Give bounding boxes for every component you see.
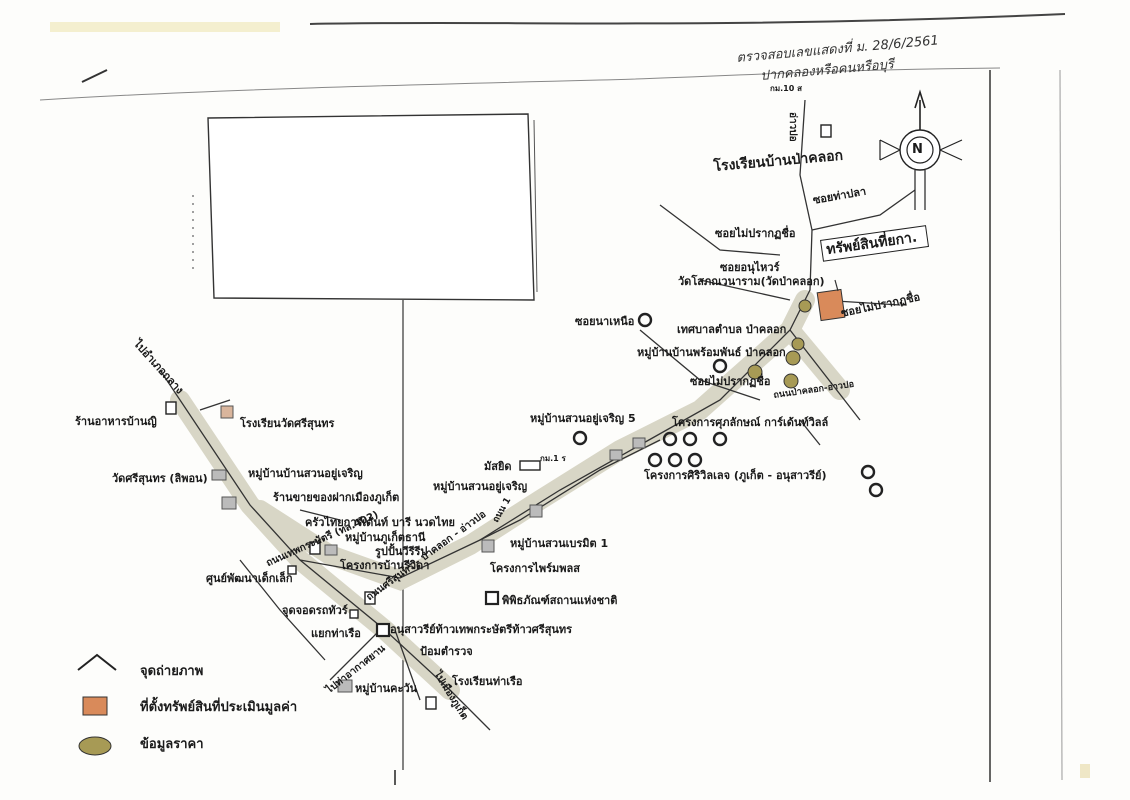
scan-tape	[50, 22, 280, 32]
label-village-pa-khlok: หมู่บ้านบ้านพร้อมพันธ์ ป่าคลอก	[637, 346, 786, 359]
label-mosque: มัสยิด	[484, 460, 512, 473]
label-cafe: รูปปั้นวีรีรีป	[375, 545, 428, 558]
label-village-suan-benmit: หมู่บ้านสวนเบรมิต 1	[510, 537, 609, 550]
label-village-suan2: หมู่บ้านบ้านสวนอยู่เจริญ	[248, 467, 363, 480]
legend-price-data-symbol	[78, 736, 112, 756]
corner-mark	[81, 69, 108, 83]
label-soi-mai-pratum2: ซอยไม่ปรากฏชื่อ	[690, 375, 771, 388]
north-arrow	[879, 89, 963, 210]
village-khru-icon	[337, 679, 353, 693]
school-wat-icon	[220, 405, 234, 419]
label-project-ban: โครงการบ้านรีวิดา	[340, 559, 430, 572]
label-soi-tham-mai: ซอยอนุไหวร์	[720, 261, 780, 274]
label-wat-pa-khlok: วัดโสภณวนาราม(วัดป่าคลอก)	[678, 275, 825, 288]
price-marker-2	[783, 373, 799, 389]
label-restaurant-2: ครัวไทยการ์เด้นท์ บารี นวดไทย	[305, 516, 455, 529]
project-2-icon	[609, 449, 623, 461]
price-marker-5	[798, 299, 812, 313]
legend-price-data-label: ข้อมูลราคา	[140, 737, 204, 752]
legend-subject-location-label: ที่ตั้งทรัพย์สินที่ประเมินมูลค่า	[140, 700, 298, 715]
label-road-small2: กม.1 ร	[540, 454, 566, 463]
junction-icon	[349, 609, 359, 619]
label-checkpoint: จุดจอดรถทัวร์	[282, 604, 348, 617]
label-shop: ร้านขายของฝากเมืองภูเก็ต	[273, 491, 400, 504]
checkpoint-icon	[364, 591, 376, 605]
label-monument: อนุสาวรีย์ท้าวเทพกระษัตรีท้าวศรีสุนทร	[390, 623, 573, 636]
village-icons	[211, 405, 646, 693]
label-tessaban: เทศบาลตำบล ป่าคลอก	[677, 323, 787, 336]
top-edge-line	[309, 13, 1066, 25]
village-icon	[221, 496, 237, 510]
subject-property-shape	[816, 288, 846, 322]
project-icon	[632, 437, 646, 449]
landmark-icons	[165, 124, 832, 710]
label-school-tha-ruea: โรงเรียนท่าเรือ	[452, 675, 523, 688]
restaurant-icon	[165, 401, 177, 415]
school-tha-ruea-icon	[425, 696, 437, 710]
child-center-icon	[287, 565, 297, 575]
label-museum: พิพิธภัณฑ์สถานแห่งชาติ	[502, 594, 618, 607]
label-village-khru: หมู่บ้านคะวัน	[355, 682, 418, 695]
price-marker-4	[791, 337, 805, 351]
price-marker-1	[785, 350, 801, 366]
top-fold-line	[39, 67, 1001, 101]
price-marker-3	[747, 364, 763, 380]
village-phuket-icon	[324, 544, 338, 556]
top-small-text: กม.10 ส	[770, 84, 802, 93]
school-icon	[820, 124, 832, 138]
comparable-circles	[572, 312, 884, 498]
label-junction: แยกท่าเรือ	[311, 627, 361, 640]
label-project-palm: โครงการไพร์มพลส	[490, 562, 580, 575]
village-benmit-icon	[481, 539, 495, 553]
label-project-1: โครงการศุภลักษณ์ การ์เด้นท์วิลล์	[672, 416, 829, 429]
label-village-suan-5: หมู่บ้านสวนอยู่เจริญ 5	[530, 412, 636, 425]
mosque-icon	[519, 460, 541, 471]
label-child-center: ศูนย์พัฒนาเด็กเล็ก	[206, 572, 293, 585]
price-markers	[747, 299, 812, 389]
label-village-suan: หมู่บ้านสวนอยู่เจริญ	[433, 480, 528, 493]
label-school-wat: โรงเรียนวัดศรีสุนทร	[240, 417, 335, 430]
road-lines	[159, 99, 916, 731]
shop-icon	[309, 541, 321, 555]
right-edge-line	[1059, 69, 1063, 781]
photo-frame	[207, 113, 535, 301]
label-road-ao-po: อ่าวปอ	[787, 112, 798, 142]
label-soi-mae-nuea: ซอยนาเหนือ	[575, 315, 635, 328]
corner-stain	[1080, 764, 1090, 778]
monument-icon	[375, 622, 391, 638]
label-project-2: โครงการศิริวิลเลจ (ภูเก็ต - อนุสาวรีย์)	[644, 469, 827, 482]
subject-pointer-line	[834, 279, 839, 292]
label-wat-si-sunthon: วัดศรีสุนทร (ลิพอน)	[112, 472, 208, 485]
legend-subject-location-symbol	[82, 696, 108, 716]
label-police: ป้อมตำรวจ	[420, 645, 473, 658]
label-village-phuket: หมู่บ้านภูเก็ตธานี	[345, 531, 426, 544]
legend-photo-point-symbol	[77, 653, 117, 671]
village-suan-icon	[529, 504, 543, 518]
legend-photo-point-label: จุดถ่ายภาพ	[140, 664, 204, 679]
photo-frame-shadow	[533, 119, 538, 293]
wat-icon	[211, 469, 227, 481]
label-soi-mai-pratum: ซอยไม่ปรากฏชื่อ	[715, 227, 796, 240]
label-restaurant: ร้านอาหารบ้านญิ	[75, 415, 157, 428]
museum-icon	[484, 590, 500, 606]
north-letter: N	[912, 142, 923, 157]
